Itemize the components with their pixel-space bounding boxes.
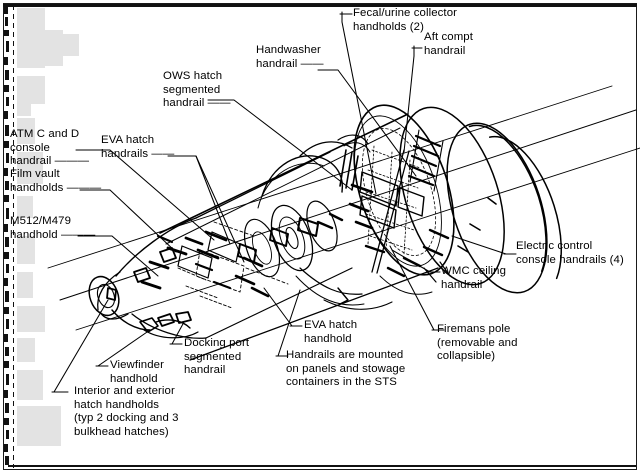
scan-shade-8 bbox=[17, 196, 33, 218]
label-m512-m479: M512/M479 handhold ——— bbox=[10, 215, 96, 241]
label-interior-exterior: Interior and exterior hatch handholds (t… bbox=[74, 385, 179, 438]
label-film-vault: Film vault handholds ——— bbox=[10, 168, 102, 194]
label-eva-hatch-handrails: EVA hatch handrails —— bbox=[101, 134, 175, 160]
label-viewfinder: Viewfinder handhold bbox=[110, 359, 164, 385]
label-aft-compt: Aft compt handrail bbox=[424, 31, 474, 57]
figure-top-rule bbox=[3, 4, 637, 7]
label-eva-hatch-handhold: EVA hatch handhold bbox=[304, 319, 358, 345]
label-firemans-pole: Firemans pole (removable and collapsible… bbox=[437, 323, 518, 363]
scan-shade-1 bbox=[17, 8, 45, 34]
scan-shade-4 bbox=[17, 30, 63, 66]
scan-edge-artifact bbox=[4, 5, 17, 468]
scan-edge-dashline bbox=[13, 5, 14, 468]
scan-shade-9 bbox=[17, 236, 35, 264]
label-electric-console: Electric control console handrails (4) bbox=[516, 240, 624, 266]
scan-shade-14 bbox=[17, 406, 61, 446]
label-handwasher: Handwasher handrail —— bbox=[256, 44, 324, 70]
label-wmc-ceiling: WMC ceiling handrail bbox=[441, 265, 507, 291]
scan-shade-13 bbox=[17, 370, 43, 400]
scan-shade-7 bbox=[17, 152, 43, 184]
label-atm-console: ATM C and D console handrail ——— bbox=[10, 128, 90, 168]
label-handrails-mounted: Handrails are mounted on panels and stow… bbox=[286, 349, 406, 389]
scan-shade-6 bbox=[17, 118, 35, 144]
label-fecal-urine: Fecal/urine collector handholds (2) bbox=[353, 7, 458, 33]
scan-shade-10 bbox=[17, 272, 33, 298]
figure-bottom-rule bbox=[8, 465, 636, 467]
label-docking-port: Docking port segmented handrail bbox=[184, 337, 250, 377]
scan-shade-12 bbox=[17, 338, 35, 362]
scan-shade-15 bbox=[17, 96, 31, 116]
scan-shade-11 bbox=[17, 306, 45, 332]
label-ows-hatch: OWS hatch segmented handrail —— bbox=[163, 70, 231, 110]
